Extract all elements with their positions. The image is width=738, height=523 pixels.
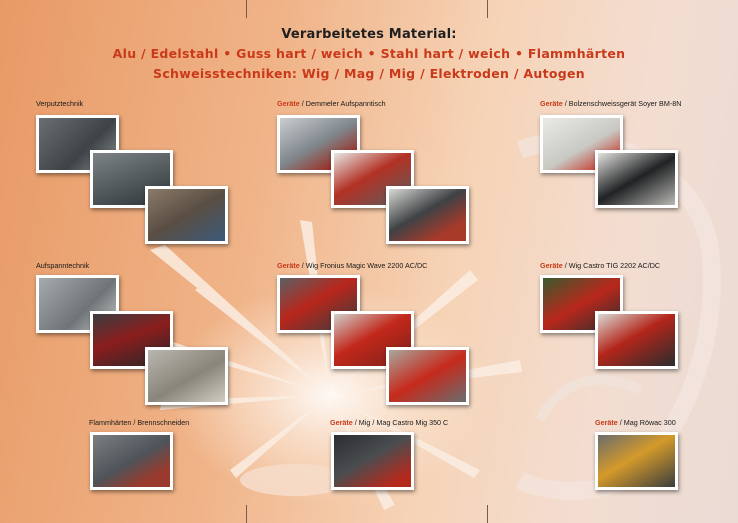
photo-demmeler-3 <box>386 186 469 244</box>
fold-mark-top-right <box>487 0 488 18</box>
photo-rowac <box>595 432 678 490</box>
caption-aufspanntechnik: Aufspanntechnik <box>36 261 89 270</box>
caption-soyer: Geräte / Bolzenschweissgerät Soyer BM-8N <box>540 99 681 108</box>
photo-fronius-3 <box>386 347 469 405</box>
caption-text: Flammhärten / Brennschneiden <box>89 418 190 427</box>
caption-castro-tig: Geräte / Wig Castro TIG 2202 AC/DC <box>540 261 660 270</box>
caption-text: / Demmeler Aufspanntisch <box>299 99 386 108</box>
caption-verputztechnik: Verputztechnik <box>36 99 83 108</box>
caption-text: / Mig / Mag Castro Mig 350 C <box>352 418 449 427</box>
caption-prefix: Geräte <box>595 418 618 427</box>
caption-text: / Wig Castro TIG 2202 AC/DC <box>562 261 661 270</box>
caption-text: / Mag Röwac 300 <box>617 418 676 427</box>
caption-demmeler: Geräte / Demmeler Aufspanntisch <box>277 99 386 108</box>
caption-prefix: Geräte <box>277 261 300 270</box>
caption-rowac: Geräte / Mag Röwac 300 <box>595 418 676 427</box>
photo-soyer-2 <box>595 150 678 208</box>
techniques-line: Schweisstechniken: Wig / Mag / Mig / Ele… <box>153 66 585 81</box>
caption-castro-mig: Geräte / Mig / Mag Castro Mig 350 C <box>330 418 448 427</box>
photo-verputz-3 <box>145 186 228 244</box>
materials-line: Alu / Edelstahl • Guss hart / weich • St… <box>112 46 626 61</box>
caption-text: / Bolzenschweissgerät Soyer BM-8N <box>562 99 682 108</box>
photo-castro-tig-2 <box>595 311 678 369</box>
photo-aufspann-3 <box>145 347 228 405</box>
photo-aufspann-2 <box>90 311 173 369</box>
caption-text: Verputztechnik <box>36 99 84 108</box>
caption-fronius: Geräte / Wig Fronius Magic Wave 2200 AC/… <box>277 261 427 270</box>
caption-text: Aufspanntechnik <box>36 261 90 270</box>
caption-text: / Wig Fronius Magic Wave 2200 AC/DC <box>299 261 428 270</box>
photo-castro-mig <box>331 432 414 490</box>
page-heading: Verarbeitetes Material: <box>281 27 457 42</box>
caption-prefix: Geräte <box>540 261 563 270</box>
caption-prefix: Geräte <box>330 418 353 427</box>
caption-prefix: Geräte <box>540 99 563 108</box>
caption-flammhaerten: Flammhärten / Brennschneiden <box>89 418 189 427</box>
fold-mark-bottom-left <box>246 505 247 523</box>
photo-demmeler-2 <box>331 150 414 208</box>
caption-prefix: Geräte <box>277 99 300 108</box>
photo-flammhaerten <box>90 432 173 490</box>
fold-mark-top-left <box>246 0 247 18</box>
fold-mark-bottom-right <box>487 505 488 523</box>
